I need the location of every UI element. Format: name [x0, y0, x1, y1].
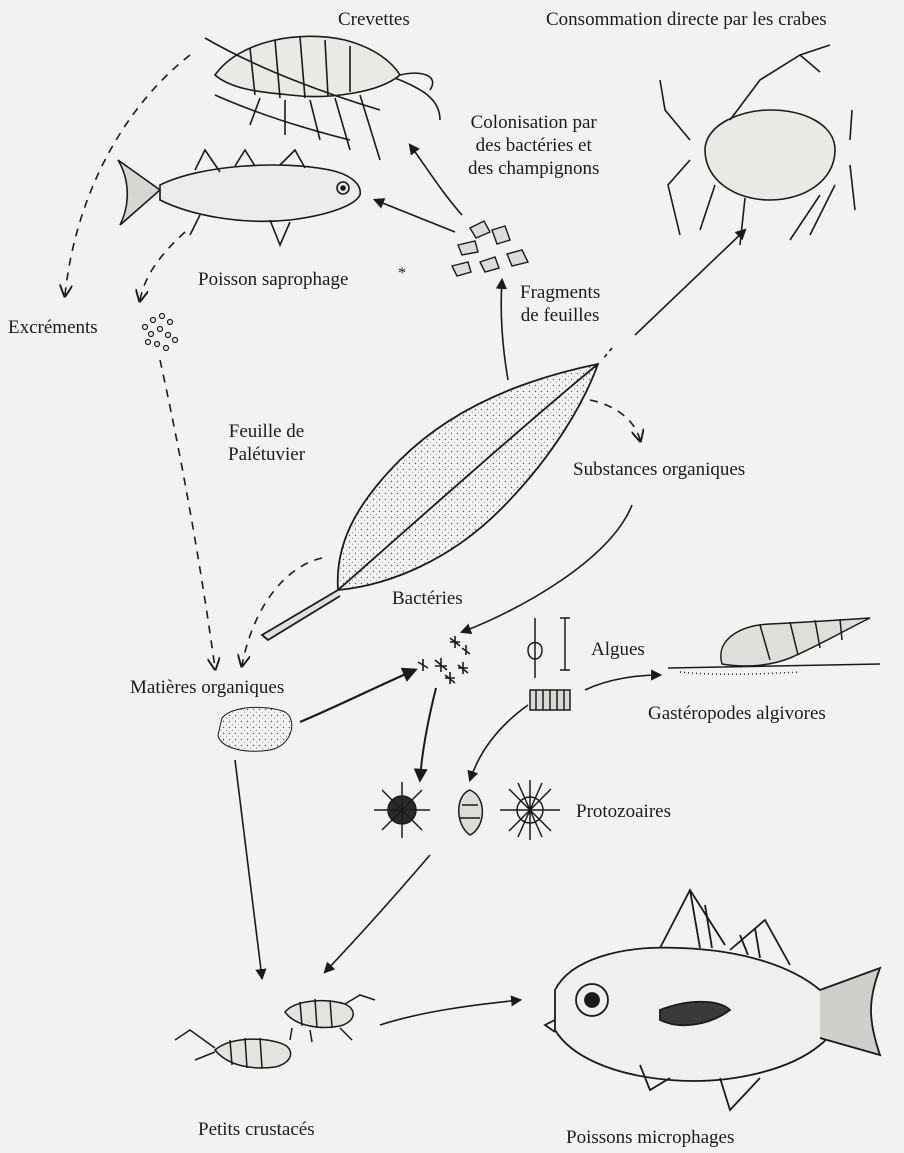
- label-crevettes: Crevettes: [338, 8, 410, 31]
- organic-matter-blob: [218, 707, 292, 751]
- arrow-organic-to-crustaceans: [235, 760, 262, 978]
- microphagous-fish-illustration: [545, 890, 880, 1110]
- label-feuille: Feuille de Palétuvier: [228, 420, 305, 466]
- bacteria-cluster: [418, 636, 470, 684]
- arrow-fragments-to-shrimp: [410, 145, 462, 215]
- label-gasteropodes: Gastéropodes algivores: [648, 702, 826, 725]
- arrow-excrement-to-organic: [160, 360, 215, 668]
- arrow-organic-to-bacteria: [300, 670, 415, 722]
- label-algues: Algues: [591, 638, 645, 661]
- label-colonisation: Colonisation par des bactéries et des ch…: [468, 111, 599, 180]
- crab-illustration: [660, 45, 855, 245]
- arrow-algae-to-gastropods: [585, 675, 660, 690]
- label-matieres: Matières organiques: [130, 676, 284, 699]
- label-protozoaires: Protozoaires: [576, 800, 671, 823]
- gastropod-illustration: [668, 618, 880, 674]
- arrow-fragments-to-fish: [375, 200, 455, 232]
- protozoa-illustration: [374, 780, 560, 840]
- saprophagous-fish-illustration: [118, 150, 360, 245]
- arrow-leaf-to-fragments: [501, 280, 508, 380]
- excrement-pellets: [143, 314, 178, 351]
- label-bacteries: Bactéries: [392, 587, 463, 610]
- label-fragments: Fragments de feuilles: [520, 281, 600, 327]
- arrow-leaf-to-substances: [590, 400, 640, 440]
- algae-illustration: [528, 618, 570, 710]
- shrimp-illustration: [205, 36, 440, 160]
- arrow-substances-to-bacteria: [462, 505, 632, 632]
- leaf-fragments-illustration: [452, 221, 528, 276]
- label-excrements: Excréments: [8, 316, 98, 339]
- arrow-bacteria-to-protozoa: [420, 688, 436, 780]
- arrow-crustaceans-to-fish: [380, 1000, 520, 1025]
- arrow-algae-to-protozoa: [470, 705, 528, 780]
- asterisk-mark: *: [398, 265, 406, 282]
- label-substances: Substances organiques: [573, 458, 745, 481]
- small-crustaceans-illustration: [175, 995, 375, 1068]
- label-crabes: Consommation directe par les crabes: [546, 8, 827, 31]
- arrow-protozoa-to-crustaceans: [325, 855, 430, 972]
- arrow-fish-to-excrement: [140, 232, 185, 300]
- label-petits-crustaces: Petits crustacés: [198, 1118, 315, 1141]
- arrow-leaf-to-crabs: [635, 230, 745, 335]
- label-poisson-saprophage: Poisson saprophage: [198, 268, 348, 291]
- label-poissons-microphages: Poissons microphages: [566, 1126, 734, 1149]
